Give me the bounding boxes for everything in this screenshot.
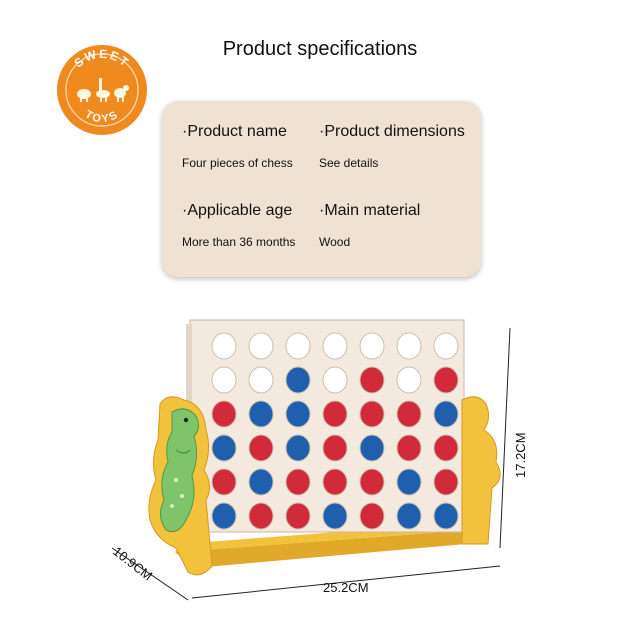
board-hole	[248, 332, 274, 360]
board-hole	[322, 332, 348, 360]
board-hole	[433, 366, 459, 394]
spec-value: Four pieces of chess	[182, 156, 293, 170]
board-hole	[285, 366, 311, 394]
board-hole	[396, 502, 422, 530]
board-hole	[433, 332, 459, 360]
dimension-height-label: 17.2CM	[513, 432, 528, 478]
connect-four-product-image: 25.2CM 17.2CM 10.9CM	[110, 319, 528, 601]
board-hole	[322, 468, 348, 496]
board-hole	[359, 502, 385, 530]
spec-value: See details	[319, 156, 379, 170]
spec-value: More than 36 months	[182, 235, 296, 249]
animals-icon	[77, 78, 129, 102]
board-hole	[285, 434, 311, 462]
spec-label: ·Product dimensions	[319, 123, 465, 140]
spec-label: ·Main material	[319, 202, 421, 219]
board-hole	[211, 434, 237, 462]
board-hole	[359, 434, 385, 462]
board-hole	[359, 366, 385, 394]
board-hole	[396, 468, 422, 496]
board-hole	[285, 468, 311, 496]
dimension-width-label: 25.2CM	[323, 580, 369, 595]
board-hole	[248, 400, 274, 428]
spec-applicable-age: ·Applicable age More than 36 months	[182, 202, 295, 249]
board-hole	[396, 366, 422, 394]
board-hole	[248, 468, 274, 496]
spec-product-name: ·Product name Four pieces of chess	[182, 123, 293, 170]
board-hole	[322, 366, 348, 394]
dimension-lines	[111, 327, 511, 601]
board-hole	[433, 468, 459, 496]
logo-bottom-text: TOYS	[83, 108, 119, 125]
board-hole	[433, 400, 459, 428]
spec-label: ·Applicable age	[182, 202, 293, 219]
board-hole	[248, 434, 274, 462]
board-hole	[322, 502, 348, 530]
board-hole	[396, 434, 422, 462]
board-hole	[211, 502, 237, 530]
board-hole	[396, 400, 422, 428]
board-hole	[285, 400, 311, 428]
board-hole	[359, 468, 385, 496]
dimension-depth-label: 10.9CM	[110, 544, 155, 584]
board-hole	[433, 502, 459, 530]
board-base	[175, 530, 488, 568]
board-hole	[285, 502, 311, 530]
board-hole	[211, 332, 237, 360]
spec-card: ·Product name Four pieces of chess ·Prod…	[162, 101, 481, 277]
board-hole	[359, 400, 385, 428]
board-hole	[211, 400, 237, 428]
board-hole	[359, 332, 385, 360]
spec-main-material: ·Main material Wood	[319, 202, 420, 249]
board-hole	[211, 366, 237, 394]
board-holes	[211, 332, 459, 530]
spec-label: ·Product name	[182, 123, 287, 140]
sweet-toys-logo: SWEET TOYS	[57, 45, 147, 135]
board-hole	[285, 332, 311, 360]
board-hole	[433, 434, 459, 462]
spec-value: Wood	[319, 235, 351, 249]
dinosaur-icon	[160, 408, 200, 533]
right-support	[461, 396, 501, 545]
board-hole	[396, 332, 422, 360]
board-hole	[248, 366, 274, 394]
board-hole	[211, 468, 237, 496]
board-hole	[248, 502, 274, 530]
svg-text:TOYS: TOYS	[83, 108, 121, 125]
page-title: Product specifications	[222, 38, 418, 60]
spec-product-dimensions: ·Product dimensions See details	[319, 123, 465, 170]
board-hole	[322, 400, 348, 428]
board-hole	[322, 434, 348, 462]
